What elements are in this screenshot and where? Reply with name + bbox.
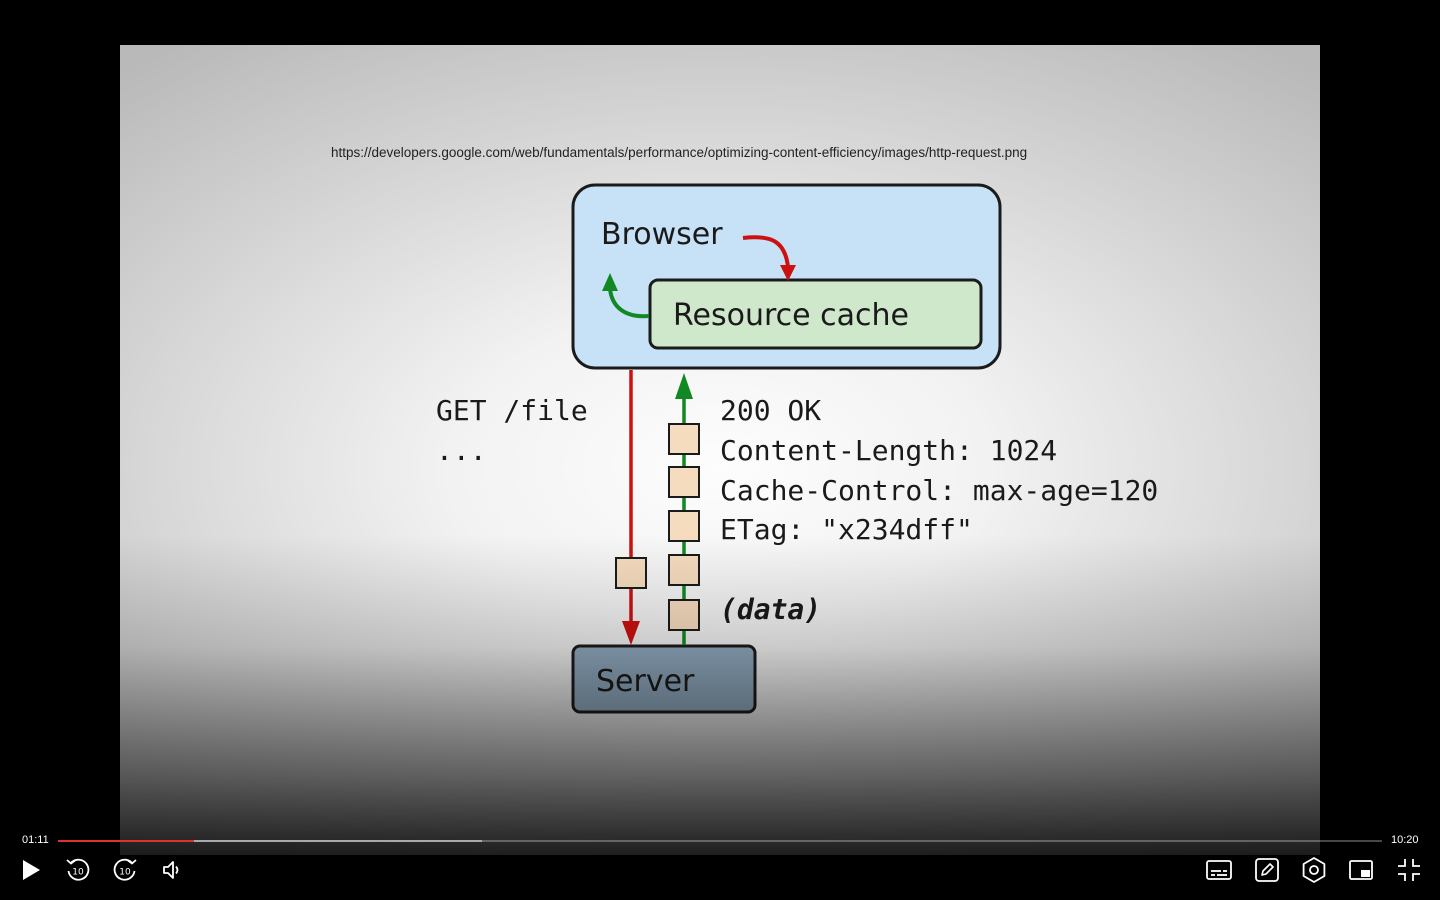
response-line-text: ETag: "x234dff" bbox=[720, 513, 973, 546]
progress-played bbox=[58, 840, 195, 842]
data-label: (data) bbox=[720, 593, 821, 626]
svg-text:10: 10 bbox=[72, 868, 84, 878]
edit-icon bbox=[1255, 858, 1279, 882]
captions-icon bbox=[1206, 860, 1232, 880]
svg-text:10: 10 bbox=[119, 868, 131, 878]
resource-cache-label: Resource cache bbox=[673, 298, 909, 333]
play-icon bbox=[23, 860, 40, 880]
captions-button[interactable] bbox=[1202, 853, 1236, 887]
server-label: Server bbox=[596, 664, 695, 699]
server-box bbox=[571, 644, 757, 714]
green-curve-arrowhead bbox=[602, 273, 618, 291]
request-line-text: GET /file bbox=[436, 394, 588, 427]
forward-10-button[interactable]: 10 bbox=[108, 853, 142, 887]
red-curve-arrowhead bbox=[780, 265, 796, 281]
resource-cache-box bbox=[648, 278, 983, 350]
current-time: 01:11 bbox=[22, 834, 49, 846]
red-curve-arrow bbox=[742, 235, 790, 268]
response-packet bbox=[668, 423, 700, 455]
picture-in-picture-icon bbox=[1349, 860, 1373, 880]
response-arrowhead bbox=[675, 373, 693, 399]
picture-in-picture-button[interactable] bbox=[1344, 853, 1378, 887]
volume-icon bbox=[163, 861, 179, 879]
volume-button[interactable] bbox=[155, 853, 189, 887]
response-packet bbox=[668, 554, 700, 586]
response-packet bbox=[668, 510, 700, 542]
play-button[interactable] bbox=[14, 853, 48, 887]
progress-bar[interactable] bbox=[58, 840, 1382, 842]
exit-fullscreen-button[interactable] bbox=[1392, 853, 1426, 887]
progress-buffered bbox=[58, 840, 482, 842]
forward-10-icon: 10 bbox=[113, 858, 137, 881]
request-line-text: ... bbox=[436, 434, 487, 467]
slide-diagram: https://developers.google.com/web/fundam… bbox=[331, 145, 1158, 714]
green-curve-arrow bbox=[608, 288, 650, 319]
settings-button[interactable] bbox=[1297, 853, 1331, 887]
response-line-text: Content-Length: 1024 bbox=[720, 434, 1057, 467]
response-packet bbox=[668, 599, 700, 631]
replay-10-icon: 10 bbox=[66, 858, 90, 881]
total-time: 10:20 bbox=[1391, 834, 1419, 846]
response-packet bbox=[668, 466, 700, 498]
video-frame[interactable]: https://developers.google.com/web/fundam… bbox=[120, 45, 1320, 855]
notes-button[interactable] bbox=[1250, 853, 1284, 887]
request-arrowhead bbox=[622, 621, 640, 645]
rewind-10-button[interactable]: 10 bbox=[61, 853, 95, 887]
settings-icon bbox=[1302, 857, 1326, 883]
request-packet bbox=[615, 557, 647, 589]
response-line-text: 200 OK bbox=[720, 394, 821, 427]
response-line-text: Cache-Control: max-age=120 bbox=[720, 474, 1158, 507]
browser-label: Browser bbox=[601, 217, 723, 252]
exit-fullscreen-icon bbox=[1398, 859, 1420, 881]
source-url: https://developers.google.com/web/fundam… bbox=[331, 145, 1027, 160]
